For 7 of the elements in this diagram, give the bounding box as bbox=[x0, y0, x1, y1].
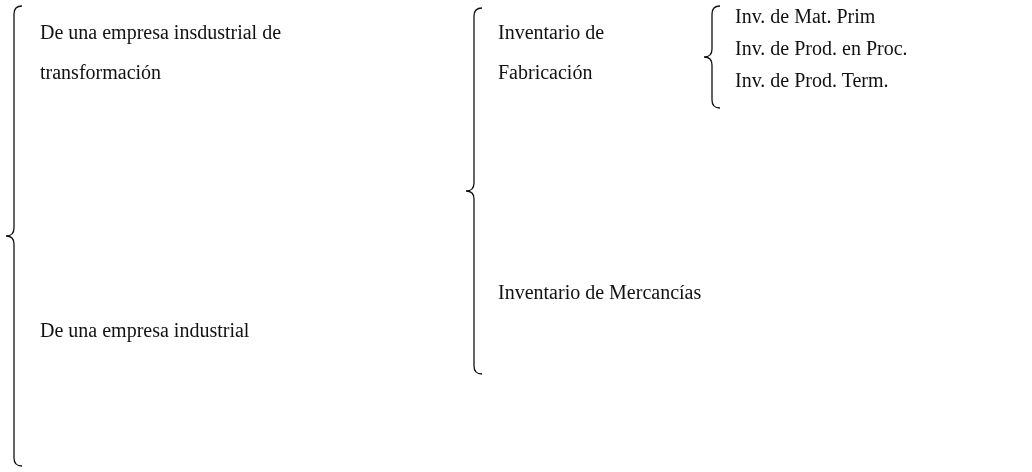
category-label: Inv. de Prod. Term. bbox=[735, 68, 890, 93]
category-label: Inventario de Mercancías bbox=[498, 280, 703, 305]
category-label: Inv. de Prod. en Proc. bbox=[735, 36, 909, 61]
category-label: De una empresa insdustrial de transformación bbox=[40, 20, 283, 85]
category-label: Inv. de Mat. Prim bbox=[735, 4, 877, 29]
category-label: De una empresa industrial bbox=[40, 318, 251, 344]
category-label: Inventario de Fabricación bbox=[498, 20, 606, 85]
